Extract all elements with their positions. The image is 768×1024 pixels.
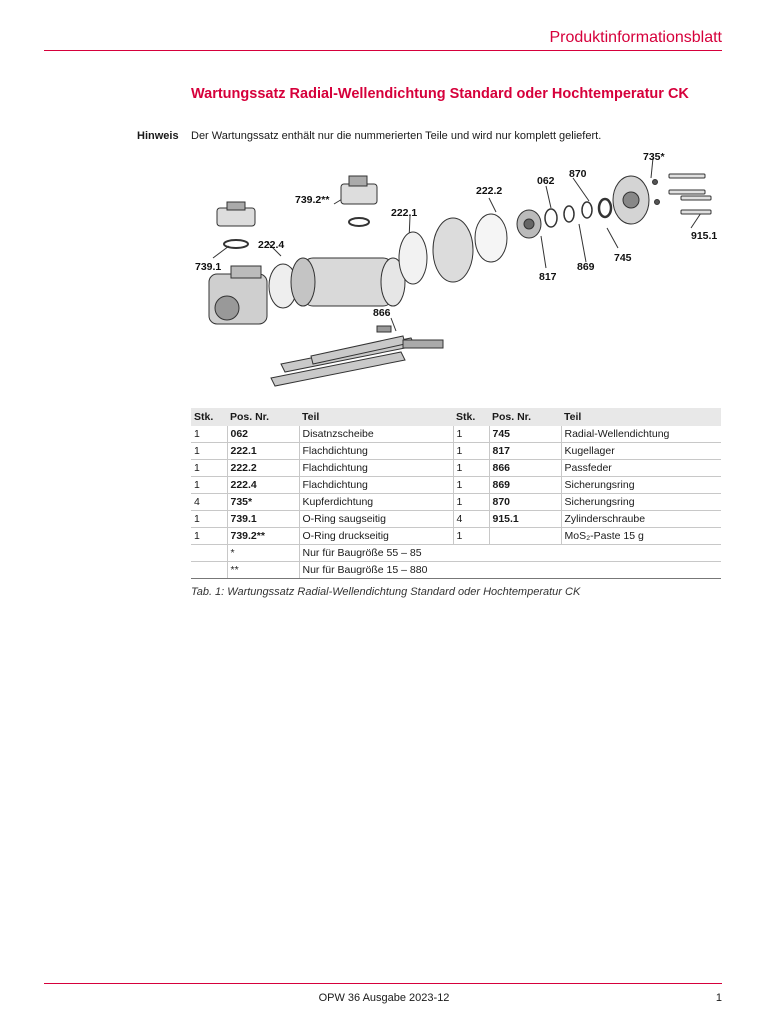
- table-cell: 735*: [226, 493, 299, 511]
- table-cell: 739.1: [226, 510, 299, 528]
- table-cell: O-Ring saugseitig: [298, 510, 453, 528]
- table-cell: 1: [191, 426, 227, 443]
- figure-label: 870: [569, 168, 587, 180]
- table-cell: 062: [226, 426, 299, 443]
- footnote-mark: *: [226, 544, 299, 562]
- table-cell: 1: [452, 527, 489, 545]
- table-cell: O-Ring druckseitig: [298, 527, 453, 545]
- table-caption: Tab. 1: Wartungssatz Radial-Wellendichtu…: [191, 586, 581, 598]
- footnote-mark: **: [226, 561, 299, 579]
- col-header: Stk.: [453, 408, 489, 426]
- note-text: Der Wartungssatz enthält nur die nummeri…: [191, 130, 602, 142]
- table-cell: 1: [452, 493, 489, 511]
- figure-label: 739.1: [195, 261, 221, 273]
- table-cell: Flachdichtung: [298, 476, 453, 494]
- table-cell: 870: [488, 493, 561, 511]
- table-cell: 1: [191, 442, 227, 460]
- figure-label: 222.4: [258, 239, 284, 251]
- section-title: Wartungssatz Radial-Wellendichtung Stand…: [191, 86, 689, 102]
- table-cell: 1: [452, 476, 489, 494]
- table-cell: 222.2: [226, 459, 299, 477]
- table-cell: [191, 544, 227, 562]
- figure-label: 735*: [643, 151, 666, 163]
- pump-housing: [208, 263, 298, 325]
- table-cell: Sicherungsring: [560, 493, 721, 511]
- figure-label: 866: [373, 307, 391, 319]
- table-cell: 222.1: [226, 442, 299, 460]
- table-cell: 915.1: [488, 510, 561, 528]
- figure-label: 869: [577, 261, 595, 273]
- figure-label: 745: [614, 252, 632, 264]
- col-header: Teil: [561, 408, 721, 426]
- table-cell: 1: [191, 510, 227, 528]
- table-cell: Kugellager: [560, 442, 721, 460]
- table-cell: 866: [488, 459, 561, 477]
- table-cell: 869: [488, 476, 561, 494]
- footnote-text: Nur für Baugröße 55 – 85: [298, 544, 721, 562]
- table-cell: Zylinderschraube: [560, 510, 721, 528]
- table-cell: [191, 561, 227, 579]
- table-cell: Disatnzscheibe: [298, 426, 453, 443]
- footer-rule: [44, 983, 722, 984]
- footer-doc-id: OPW 36 Ausgabe 2023-12: [318, 992, 450, 1004]
- table-cell: 1: [452, 442, 489, 460]
- suction-flange: [216, 201, 256, 249]
- table-cell: Flachdichtung: [298, 442, 453, 460]
- table-cell: MoS₂-Paste 15 g: [560, 527, 721, 545]
- col-header: Stk.: [191, 408, 227, 426]
- gasket-and-cover: [398, 209, 542, 285]
- footnote-row: **Nur für Baugröße 15 – 880: [191, 561, 721, 579]
- header-title: Produktinformationsblatt: [549, 29, 722, 46]
- exploded-view-figure: 735* 870 062 222.2 739.2** 222.1 222.4 7…: [195, 151, 717, 387]
- table-header-row: Stk. Pos. Nr. Teil Stk. Pos. Nr. Teil: [191, 408, 721, 426]
- col-header: Teil: [299, 408, 453, 426]
- table-cell: Kupferdichtung: [298, 493, 453, 511]
- table-cell: 4: [452, 510, 489, 528]
- table-cell: 745: [488, 426, 561, 443]
- cylinder-screws: [652, 173, 712, 215]
- footnote-text: Nur für Baugröße 15 – 880: [298, 561, 721, 579]
- table-cell: 1: [191, 527, 227, 545]
- page-number: 1: [715, 992, 722, 1004]
- table-cell: 1: [191, 476, 227, 494]
- header-rule: [44, 50, 722, 51]
- pump-body: [290, 175, 406, 307]
- screw-rotors: [270, 325, 444, 387]
- col-header: Pos. Nr.: [227, 408, 299, 426]
- table-cell: Passfeder: [560, 459, 721, 477]
- figure-label: 222.1: [391, 207, 417, 219]
- figure-label: 817: [539, 271, 557, 283]
- figure-label: 915.1: [691, 230, 717, 242]
- table-cell: 1: [452, 426, 489, 443]
- bearing-cover: [612, 175, 650, 225]
- figure-label: 739.2**: [295, 194, 330, 206]
- footnote-row: *Nur für Baugröße 55 – 85: [191, 544, 721, 562]
- table-cell: Sicherungsring: [560, 476, 721, 494]
- table-cell: [488, 527, 561, 545]
- col-header: Pos. Nr.: [489, 408, 561, 426]
- table-cell: 1: [452, 459, 489, 477]
- table-cell: 4: [191, 493, 227, 511]
- table-cell: Radial-Wellendichtung: [560, 426, 721, 443]
- table-cell: 1: [191, 459, 227, 477]
- seal-rings: [544, 197, 613, 228]
- figure-label: 222.2: [476, 185, 502, 197]
- table-cell: 817: [488, 442, 561, 460]
- figure-label: 062: [537, 175, 555, 187]
- table-cell: 739.2**: [226, 527, 299, 545]
- note-label: Hinweis: [137, 130, 179, 142]
- table-cell: Flachdichtung: [298, 459, 453, 477]
- table-cell: 222.4: [226, 476, 299, 494]
